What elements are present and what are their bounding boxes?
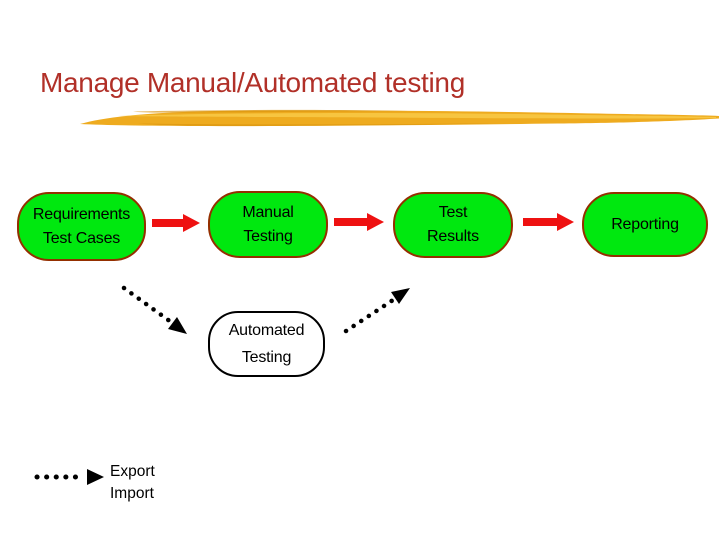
- node-label-line: Reporting: [611, 215, 679, 233]
- node-label-line: Manual: [242, 203, 294, 221]
- node-label-line: Automated: [228, 322, 305, 339]
- brush-stroke-highlight: [118, 112, 716, 119]
- node-automated-testing: Automated Testing: [208, 311, 325, 377]
- legend-dotted-arrow-head: [87, 469, 104, 485]
- legend-export-label: Export: [110, 463, 155, 480]
- arrow-requirements-to-manual: [152, 214, 200, 232]
- dotted-arrow-to-results-head: [391, 288, 410, 304]
- arrow-manual-to-results: [334, 213, 384, 231]
- slide-title: Manage Manual/Automated testing: [40, 67, 465, 98]
- arrow-results-to-reporting: [523, 213, 574, 231]
- node-label-line: Test: [438, 204, 468, 221]
- dotted-arrow-to-automated-line: [121, 285, 174, 325]
- node-manual-testing: Manual Testing: [208, 191, 328, 258]
- node-test-results: Test Results: [393, 192, 513, 258]
- legend: Export Import: [110, 461, 155, 505]
- node-label-line: Testing: [241, 349, 292, 366]
- node-requirements-test-cases: Requirements Test Cases: [17, 192, 146, 261]
- brush-stroke-underline: [80, 109, 719, 127]
- node-label-line: Requirements: [32, 205, 131, 223]
- dotted-arrow-to-results-line: [343, 297, 396, 334]
- brush-stroke-shadow: [133, 109, 508, 127]
- legend-import-label: Import: [110, 485, 154, 502]
- node-label-line: Testing: [243, 227, 293, 245]
- node-label-line: Test Cases: [42, 229, 121, 247]
- node-reporting: Reporting: [582, 192, 708, 257]
- node-label-line: Results: [427, 228, 479, 245]
- dotted-arrow-to-automated-head: [168, 317, 187, 334]
